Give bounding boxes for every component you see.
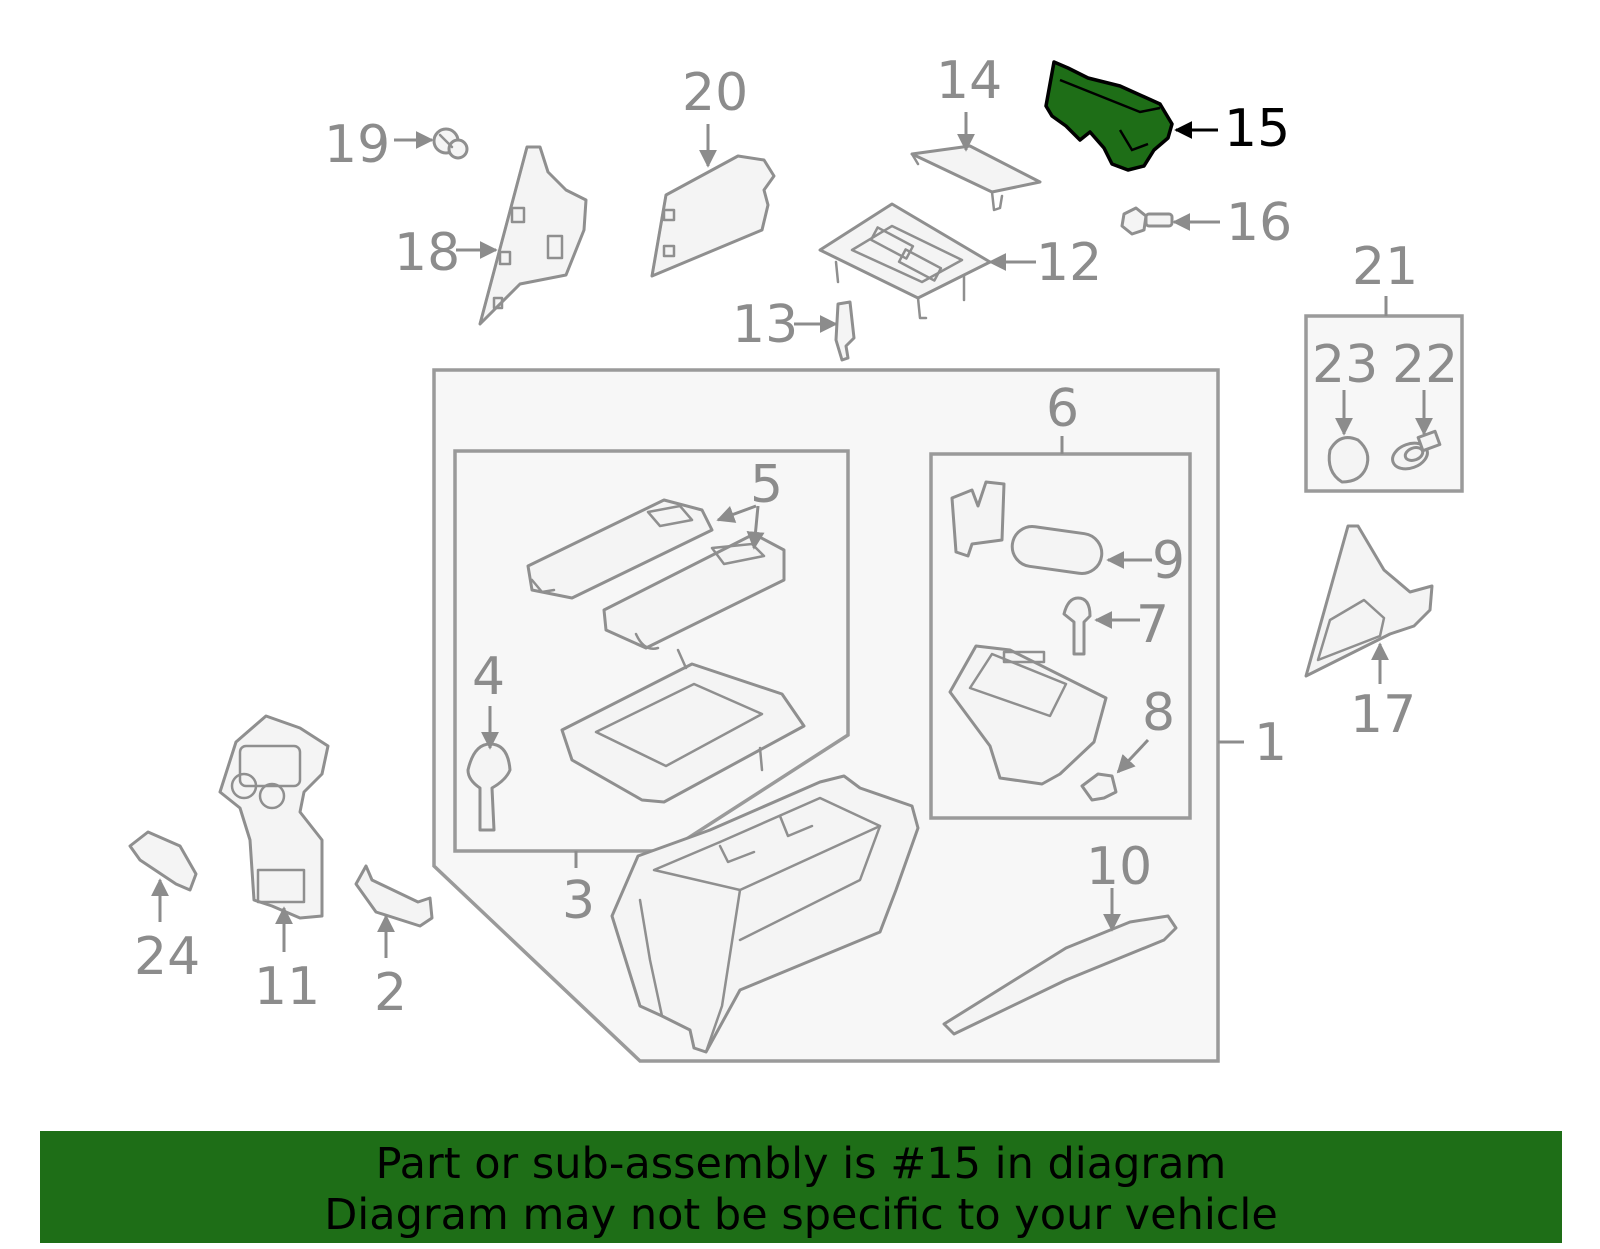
- part-3-storage-tray[interactable]: [560, 648, 806, 804]
- callout-21: 21: [1352, 237, 1418, 297]
- callout-11: 11: [254, 957, 320, 1017]
- callout-10: 10: [1086, 837, 1152, 897]
- callout-20: 20: [682, 63, 748, 123]
- subassembly-21-box: [1304, 314, 1464, 493]
- callout-22: 22: [1392, 335, 1458, 395]
- part-18-side-trim-panel[interactable]: [478, 145, 588, 326]
- part-2-bracket[interactable]: [354, 864, 434, 928]
- callout-13: 13: [732, 295, 798, 355]
- callout-24: 24: [134, 927, 200, 987]
- part-13-clip[interactable]: [834, 300, 856, 362]
- callout-6: 6: [1046, 379, 1079, 439]
- callout-5: 5: [750, 455, 783, 515]
- callout-17: 17: [1350, 685, 1416, 745]
- callout-4: 4: [472, 647, 505, 707]
- callout-3: 3: [562, 871, 595, 931]
- part-17-side-trim[interactable]: [1304, 524, 1434, 678]
- leader-lines: [151, 112, 1433, 958]
- part-20-side-panel[interactable]: [650, 154, 776, 278]
- part-6-cupholder-body[interactable]: [948, 644, 1108, 786]
- callout-9: 9: [1152, 531, 1185, 591]
- callout-8: 8: [1142, 683, 1175, 743]
- part-16-bolt[interactable]: [1120, 206, 1174, 236]
- info-banner: Part or sub-assembly is #15 in diagram D…: [40, 1131, 1562, 1243]
- part-11-rear-vent-panel[interactable]: [218, 714, 330, 920]
- callout-19: 19: [324, 115, 390, 175]
- callout-1: 1: [1254, 713, 1287, 773]
- callout-12: 12: [1036, 233, 1102, 293]
- part-22-power-outlet[interactable]: [1389, 429, 1442, 473]
- callout-7: 7: [1136, 595, 1169, 655]
- callout-14: 14: [936, 51, 1002, 111]
- part-7-knob[interactable]: [1062, 596, 1092, 656]
- callout-16: 16: [1226, 193, 1292, 253]
- part-23-socket[interactable]: [1327, 436, 1370, 484]
- banner-line-2: Diagram may not be specific to your vehi…: [324, 1190, 1278, 1240]
- part-5-armrest-lids[interactable]: [526, 498, 786, 650]
- callout-23: 23: [1312, 335, 1378, 395]
- callout-18: 18: [394, 223, 460, 283]
- part-15-bracket-highlighted[interactable]: [1044, 60, 1174, 172]
- callout-15: 15: [1224, 99, 1290, 159]
- part-19-push-clip[interactable]: [432, 127, 469, 160]
- part-12-shifter-bezel[interactable]: [818, 202, 992, 320]
- callout-2: 2: [374, 963, 407, 1023]
- part-1-console-body[interactable]: [610, 774, 920, 1054]
- banner-line-1: Part or sub-assembly is #15 in diagram: [375, 1139, 1227, 1189]
- part-14-cover-plate[interactable]: [910, 144, 1042, 212]
- part-8-clip[interactable]: [1080, 772, 1118, 802]
- part-24-switch[interactable]: [128, 830, 198, 892]
- part-6-cupholder-insert[interactable]: [950, 480, 1104, 576]
- part-10-trim-strip[interactable]: [942, 914, 1178, 1036]
